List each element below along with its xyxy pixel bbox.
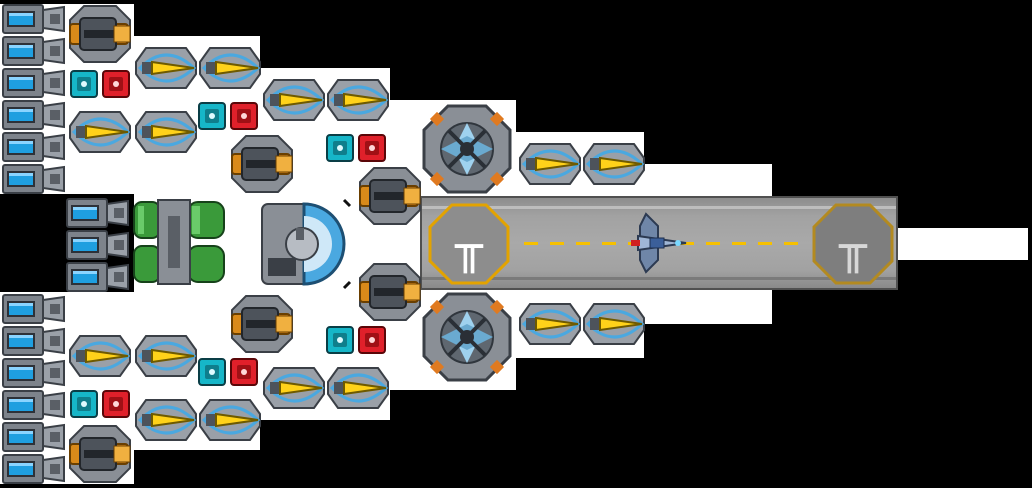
yellow-blade-weapon-icon[interactable]: [582, 134, 646, 194]
cyan-power-core-icon[interactable]: [326, 134, 354, 162]
command-pod-icon[interactable]: [260, 198, 352, 290]
engine-thruster-icon[interactable]: [2, 326, 66, 356]
red-power-core-icon[interactable]: [358, 134, 386, 162]
engine-thruster-icon[interactable]: [2, 100, 66, 130]
red-power-core-icon[interactable]: [358, 326, 386, 354]
gold-cannon-turret-icon[interactable]: [68, 4, 132, 64]
gold-cannon-turret-icon[interactable]: [230, 294, 294, 354]
engine-thruster-icon[interactable]: [2, 294, 66, 324]
yellow-blade-weapon-icon[interactable]: [262, 70, 326, 130]
cyan-power-core-icon[interactable]: [70, 390, 98, 418]
yellow-blade-weapon-icon[interactable]: [134, 326, 198, 386]
yellow-blade-weapon-icon[interactable]: [326, 358, 390, 418]
engine-thruster-icon[interactable]: [2, 36, 66, 66]
yellow-blade-weapon-icon[interactable]: [262, 358, 326, 418]
cyan-power-core-icon[interactable]: [70, 70, 98, 98]
green-fuel-tank-icon[interactable]: [132, 196, 226, 288]
engine-thruster-icon[interactable]: [2, 358, 66, 388]
engine-thruster-icon[interactable]: [66, 230, 130, 260]
yellow-blade-weapon-icon[interactable]: [134, 102, 198, 162]
yellow-blade-weapon-icon[interactable]: [582, 294, 646, 354]
yellow-blade-weapon-icon[interactable]: [134, 38, 198, 98]
red-power-core-icon[interactable]: [102, 390, 130, 418]
engine-thruster-icon[interactable]: [66, 198, 130, 228]
engine-thruster-icon[interactable]: [2, 68, 66, 98]
red-power-core-icon[interactable]: [102, 70, 130, 98]
cyan-power-core-icon[interactable]: [326, 326, 354, 354]
yellow-blade-weapon-icon[interactable]: [134, 390, 198, 450]
gold-cannon-turret-icon[interactable]: [358, 166, 422, 226]
engine-thruster-icon[interactable]: [2, 422, 66, 452]
engine-thruster-icon[interactable]: [66, 262, 130, 292]
launch-pad-icon[interactable]: ╥: [812, 203, 894, 285]
octagon-shield-generator-icon[interactable]: [422, 292, 512, 382]
cyan-power-core-icon[interactable]: [198, 102, 226, 130]
fighter-craft-icon[interactable]: [628, 210, 692, 276]
yellow-blade-weapon-icon[interactable]: [198, 390, 262, 450]
gold-cannon-turret-icon[interactable]: [68, 424, 132, 484]
octagon-shield-generator-icon[interactable]: [422, 104, 512, 194]
gold-cannon-turret-icon[interactable]: [358, 262, 422, 322]
red-power-core-icon[interactable]: [230, 102, 258, 130]
yellow-blade-weapon-icon[interactable]: [68, 102, 132, 162]
red-power-core-icon[interactable]: [230, 358, 258, 386]
yellow-blade-weapon-icon[interactable]: [518, 134, 582, 194]
launch-pad-icon[interactable]: ╥: [428, 203, 510, 285]
cyan-power-core-icon[interactable]: [198, 358, 226, 386]
pad-glyph: ╥: [454, 219, 484, 274]
gold-cannon-turret-icon[interactable]: [230, 134, 294, 194]
yellow-blade-weapon-icon[interactable]: [68, 326, 132, 386]
pad-glyph: ╥: [838, 219, 868, 274]
engine-thruster-icon[interactable]: [2, 164, 66, 194]
yellow-blade-weapon-icon[interactable]: [326, 70, 390, 130]
yellow-blade-weapon-icon[interactable]: [198, 38, 262, 98]
engine-thruster-icon[interactable]: [2, 132, 66, 162]
engine-thruster-icon[interactable]: [2, 4, 66, 34]
engine-thruster-icon[interactable]: [2, 390, 66, 420]
yellow-blade-weapon-icon[interactable]: [518, 294, 582, 354]
engine-thruster-icon[interactable]: [2, 454, 66, 484]
